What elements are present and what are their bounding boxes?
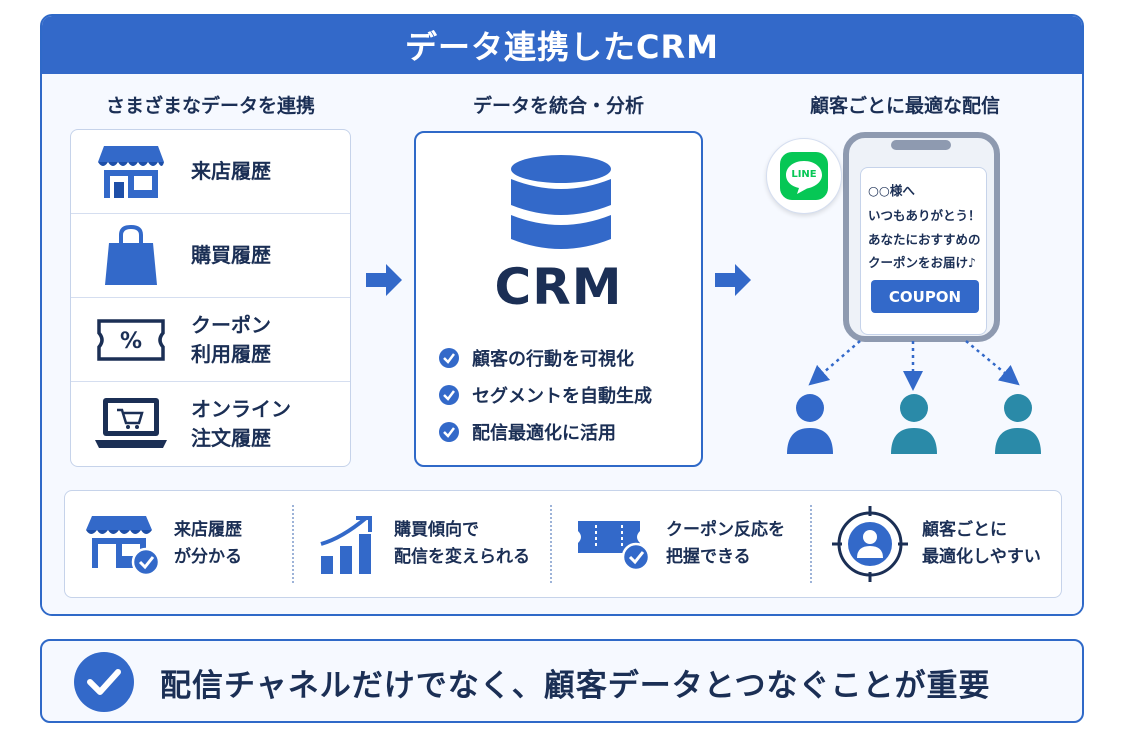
footer-banner bbox=[40, 639, 1084, 723]
phone-notch bbox=[891, 140, 951, 150]
list-item-coupon-history: % クーポン 利用履歴 bbox=[71, 298, 350, 382]
crm-feature-list: 顧客の行動を可視化 セグメントを自動生成 配信最適化に活用 bbox=[438, 339, 652, 450]
item-label: 注文履歴 bbox=[191, 426, 271, 450]
divider bbox=[292, 505, 294, 583]
message-line: あなたにおすすめの bbox=[868, 232, 981, 247]
list-item-purchase-history: 購買履歴 bbox=[71, 214, 350, 298]
benefit-text: 把握できる bbox=[666, 547, 751, 567]
growth-chart-icon bbox=[320, 516, 372, 574]
item-label: オンライン bbox=[191, 397, 291, 421]
crm-label: CRM bbox=[494, 258, 623, 316]
line-app-icon bbox=[780, 152, 828, 200]
benefit-text: 最適化しやすい bbox=[922, 547, 1041, 567]
distribution-arrows bbox=[808, 340, 1020, 391]
user-icon bbox=[995, 394, 1041, 454]
item-label: 利用履歴 bbox=[191, 341, 271, 366]
benefit-item: 購買傾向で 配信を変えられる bbox=[318, 490, 530, 598]
arrow-right-icon bbox=[366, 264, 402, 296]
item-label: 購買履歴 bbox=[191, 243, 271, 267]
svg-text:%: % bbox=[120, 329, 142, 354]
crm-feature-text: 配信最適化に活用 bbox=[472, 422, 616, 444]
center-heading: データを統合・分析 bbox=[472, 95, 644, 117]
crm-feature-item: 配信最適化に活用 bbox=[438, 413, 652, 450]
left-heading: さまざまなデータを連携 bbox=[105, 95, 315, 117]
page-title: データ連携したCRM bbox=[42, 16, 1082, 74]
shopping-bag-icon bbox=[105, 224, 157, 285]
message-line: ○○様へ bbox=[868, 183, 915, 198]
benefit-text: 来店履歴 bbox=[174, 519, 242, 540]
user-icon bbox=[891, 394, 937, 454]
ticket-check-icon bbox=[578, 521, 651, 572]
benefit-text: 顧客ごとに bbox=[922, 519, 1007, 540]
check-circle-icon bbox=[439, 384, 459, 405]
message-line: いつもありがとう！ bbox=[868, 208, 981, 223]
store-check-icon bbox=[86, 516, 160, 576]
store-icon bbox=[98, 145, 164, 198]
crm-feature-text: セグメントを自動生成 bbox=[472, 385, 652, 407]
arrow-right-icon bbox=[715, 264, 751, 296]
line-label: LINE bbox=[791, 169, 817, 180]
crm-feature-item: 顧客の行動を可視化 bbox=[438, 339, 652, 376]
list-item-online-order-history: オンライン 注文履歴 bbox=[71, 382, 350, 466]
data-source-list: 来店履歴 購買履歴 % クーポン 利用履歴 bbox=[70, 129, 351, 467]
benefit-text: 配信を変えられる bbox=[394, 547, 530, 567]
item-label: 来店履歴 bbox=[191, 159, 271, 183]
crm-feature-text: 顧客の行動を可視化 bbox=[472, 348, 634, 370]
benefit-text: クーポン反応を bbox=[666, 519, 785, 540]
item-label: クーポン bbox=[191, 312, 271, 337]
list-item-visit-history: 来店履歴 bbox=[71, 130, 350, 214]
coupon-button[interactable]: COUPON bbox=[871, 280, 979, 313]
crm-feature-item: セグメントを自動生成 bbox=[438, 376, 652, 413]
divider bbox=[550, 505, 552, 583]
check-circle-icon bbox=[439, 347, 459, 368]
footer-message: 配信チャネルだけでなく、顧客データとつなぐことが重要 bbox=[160, 668, 991, 704]
message-line: クーポンをお届け♪ bbox=[868, 255, 976, 270]
benefit-item: 来店履歴 が分かる bbox=[86, 490, 242, 598]
check-circle-icon bbox=[439, 421, 459, 442]
benefit-item: 顧客ごとに 最適化しやすい bbox=[832, 490, 1041, 598]
database-icon bbox=[511, 155, 611, 249]
target-user-icon bbox=[832, 506, 908, 582]
benefit-item: クーポン反応を 把握できる bbox=[576, 490, 785, 598]
crm-panel bbox=[414, 131, 703, 467]
benefit-text: が分かる bbox=[174, 547, 242, 567]
benefits-strip bbox=[64, 490, 1062, 598]
divider bbox=[810, 505, 812, 583]
check-circle-icon bbox=[74, 652, 134, 712]
benefit-text: 購買傾向で bbox=[394, 519, 479, 540]
right-heading: 顧客ごとに最適な配信 bbox=[809, 95, 1000, 117]
laptop-cart-icon bbox=[95, 398, 167, 448]
user-icon bbox=[787, 394, 833, 454]
coupon-icon: % bbox=[97, 318, 165, 361]
